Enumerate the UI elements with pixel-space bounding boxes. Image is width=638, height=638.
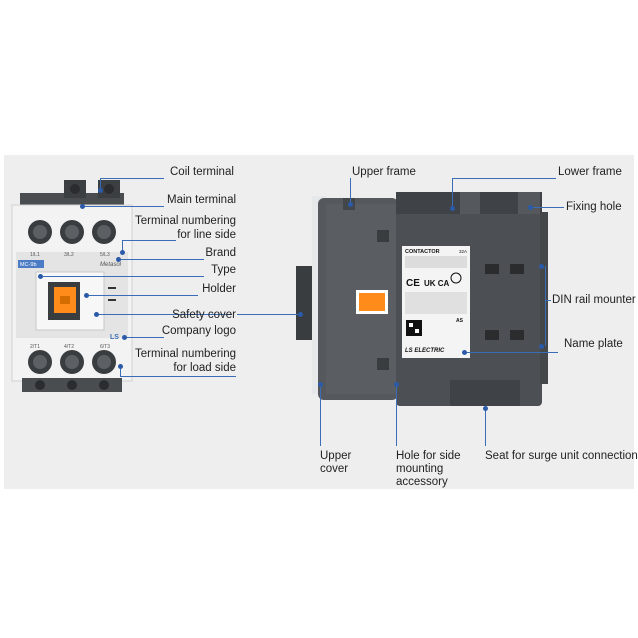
label-seat-surge: Seat for surge unit connection xyxy=(485,450,638,463)
label-terminal-numbering-line-2: for line side xyxy=(130,229,236,242)
label-coil-terminal: Coil terminal xyxy=(170,166,234,179)
label-upper-frame: Upper frame xyxy=(352,166,416,179)
label-fixing-hole: Fixing hole xyxy=(566,201,622,214)
nameplate-maker: LS ELECTRIC xyxy=(405,348,445,354)
ukca-mark: UK CA xyxy=(424,279,450,288)
label-name-plate: Name plate xyxy=(564,338,623,351)
label-safety-cover: Safety cover xyxy=(150,309,236,322)
label-type: Type xyxy=(170,264,236,277)
label-din-rail-mounter: DIN rail mounter xyxy=(552,294,636,307)
nameplate-title: CONTACTOR xyxy=(405,249,440,255)
label-hole-side-1: Hole for side xyxy=(396,450,461,463)
label-hole-side-2: mounting xyxy=(396,463,443,476)
label-hole-side-3: accessory xyxy=(396,476,448,489)
label-terminal-numbering-load-1: Terminal numbering xyxy=(130,348,236,361)
label-company-logo: Company logo xyxy=(150,325,236,338)
label-terminal-numbering-line-1: Terminal numbering xyxy=(130,215,236,228)
nameplate-rating: 32A xyxy=(459,249,467,254)
label-upper-cover-2: cover xyxy=(320,463,348,476)
label-lower-frame: Lower frame xyxy=(558,166,622,179)
label-upper-cover-1: Upper xyxy=(320,450,351,463)
nameplate-series: AS xyxy=(456,318,464,324)
ce-mark: CE xyxy=(406,278,420,289)
label-holder: Holder xyxy=(170,283,236,296)
label-terminal-numbering-load-2: for load side xyxy=(130,362,236,375)
label-main-terminal: Main terminal xyxy=(167,194,236,207)
label-brand: Brand xyxy=(170,247,236,260)
